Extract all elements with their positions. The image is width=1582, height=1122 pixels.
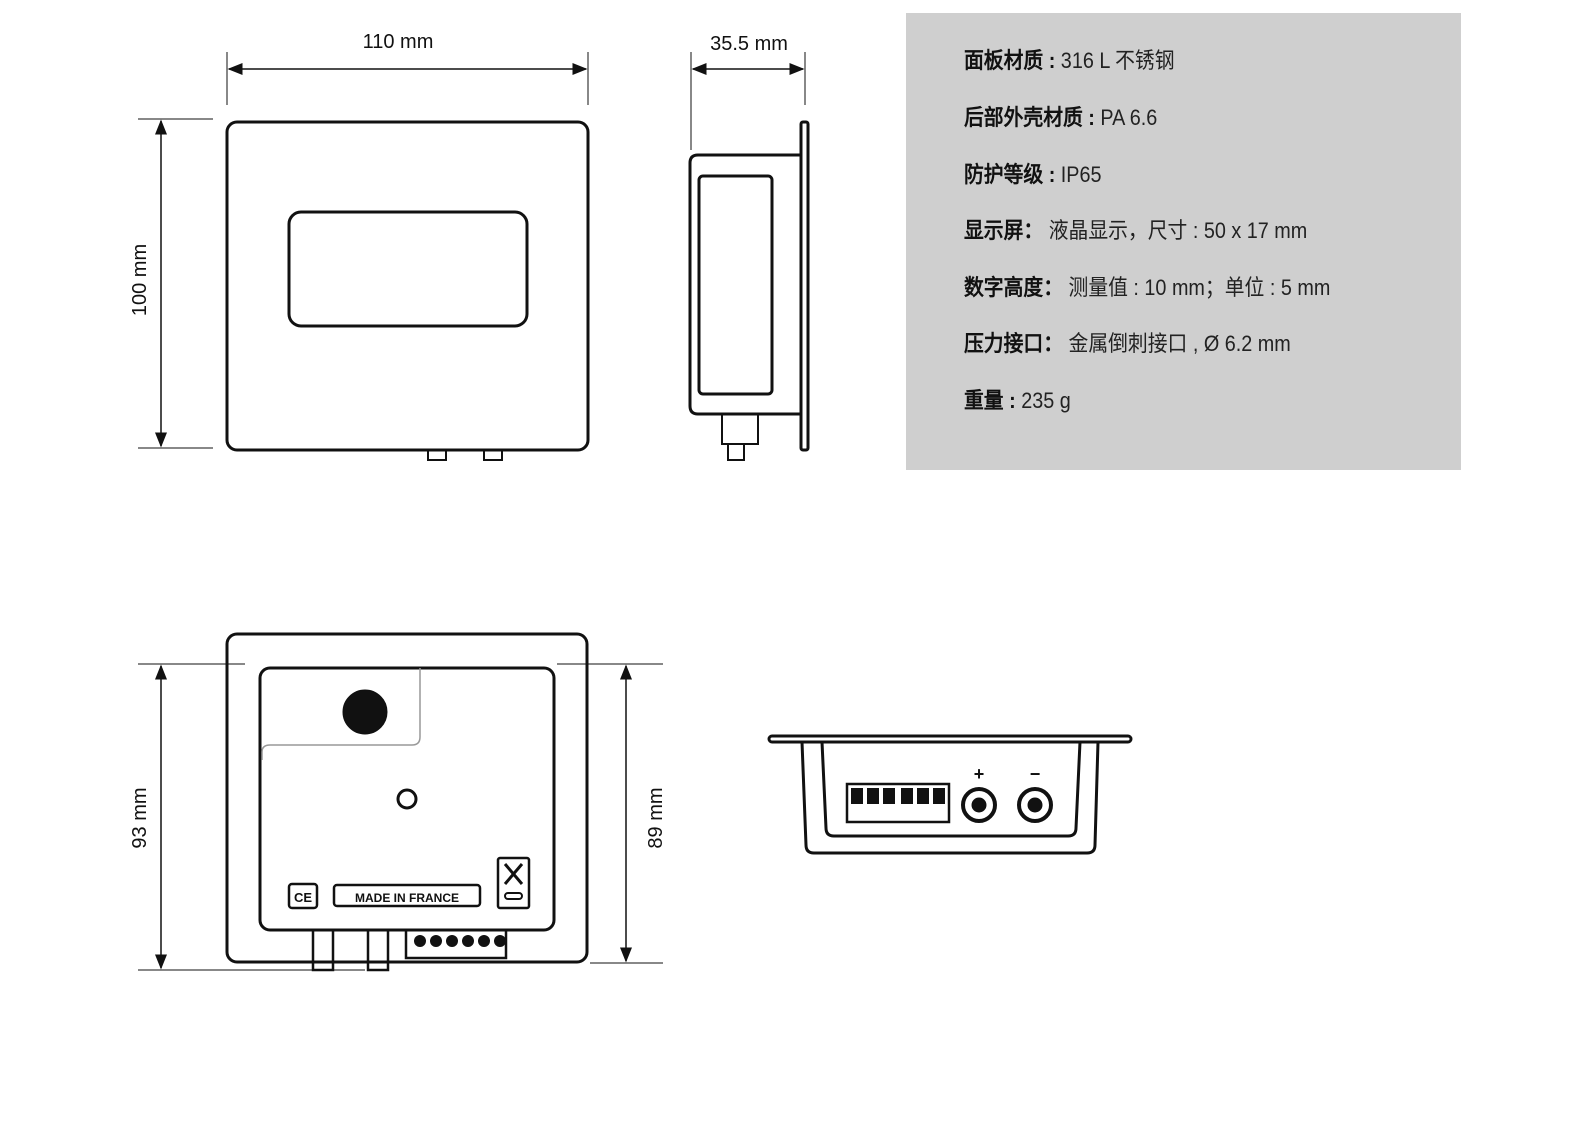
- spec-value: 液晶显示，尺寸 : 50 x 17 mm: [1043, 218, 1308, 243]
- spec-row: 显示屏： 液晶显示，尺寸 : 50 x 17 mm: [964, 213, 1307, 245]
- back-view: [138, 632, 663, 972]
- display-window: [287, 210, 529, 328]
- spec-row: 面板材质 : 316 L 不锈钢: [964, 43, 1175, 75]
- spec-row: 后部外壳材质 : PA 6.6: [964, 100, 1157, 132]
- back-inner-height-label: 89 mm: [645, 787, 667, 848]
- spec-label: 后部外壳材质 :: [964, 105, 1095, 130]
- spec-row: 压力接口： 金属倒刺接口 , Ø 6.2 mm: [964, 326, 1291, 358]
- spec-value: 316 L 不锈钢: [1055, 48, 1175, 73]
- front-height-label: 100 mm: [129, 244, 151, 316]
- spec-value: PA 6.6: [1094, 105, 1158, 130]
- connector-icon: [342, 689, 388, 735]
- spec-value: 金属倒刺接口 , Ø 6.2 mm: [1063, 331, 1291, 356]
- front-view: [138, 52, 590, 461]
- minus-symbol: −: [1030, 764, 1041, 784]
- spec-value: 235 g: [1015, 388, 1071, 413]
- back-panel: [225, 632, 589, 964]
- ce-mark-icon: [287, 882, 319, 910]
- spec-label: 防护等级 :: [964, 162, 1056, 187]
- spec-label: 数字高度：: [964, 275, 1064, 300]
- front-width-label: 110 mm: [363, 31, 434, 53]
- port-minus: [1017, 787, 1053, 823]
- spec-label: 压力接口：: [964, 331, 1064, 356]
- spec-label: 显示屏：: [964, 218, 1044, 243]
- pressure-port-plus: [311, 928, 335, 972]
- terminal-block: [404, 928, 508, 960]
- spec-row: 重量 : 235 g: [964, 383, 1071, 415]
- spec-row: 防护等级 : IP65: [964, 157, 1102, 189]
- bottom-view: [767, 734, 1133, 855]
- ce-label: CE: [294, 890, 312, 905]
- port-plus: [961, 787, 997, 823]
- side-depth-label: 35.5 mm: [710, 33, 788, 55]
- spec-label: 面板材质 :: [964, 48, 1056, 73]
- front-panel: [225, 120, 590, 452]
- pressure-port-minus: [366, 928, 390, 972]
- side-view: [688, 52, 810, 461]
- weee-bin-icon: [496, 856, 531, 910]
- plus-symbol: +: [974, 764, 985, 784]
- spec-panel: 面板材质 : 316 L 不锈钢 后部外壳材质 : PA 6.6 防护等级 : …: [906, 13, 1461, 470]
- made-in-france-label: MADE IN FRANCE: [355, 891, 459, 905]
- spec-value: IP65: [1055, 162, 1102, 187]
- zero-button: [396, 788, 418, 810]
- spec-row: 数字高度： 测量值 : 10 mm；单位 : 5 mm: [964, 270, 1330, 302]
- terminal-block-bottom: [845, 782, 951, 824]
- spec-value: 测量值 : 10 mm；单位 : 5 mm: [1063, 275, 1331, 300]
- back-outer-height-label: 93 mm: [129, 787, 151, 848]
- spec-label: 重量 :: [964, 388, 1016, 413]
